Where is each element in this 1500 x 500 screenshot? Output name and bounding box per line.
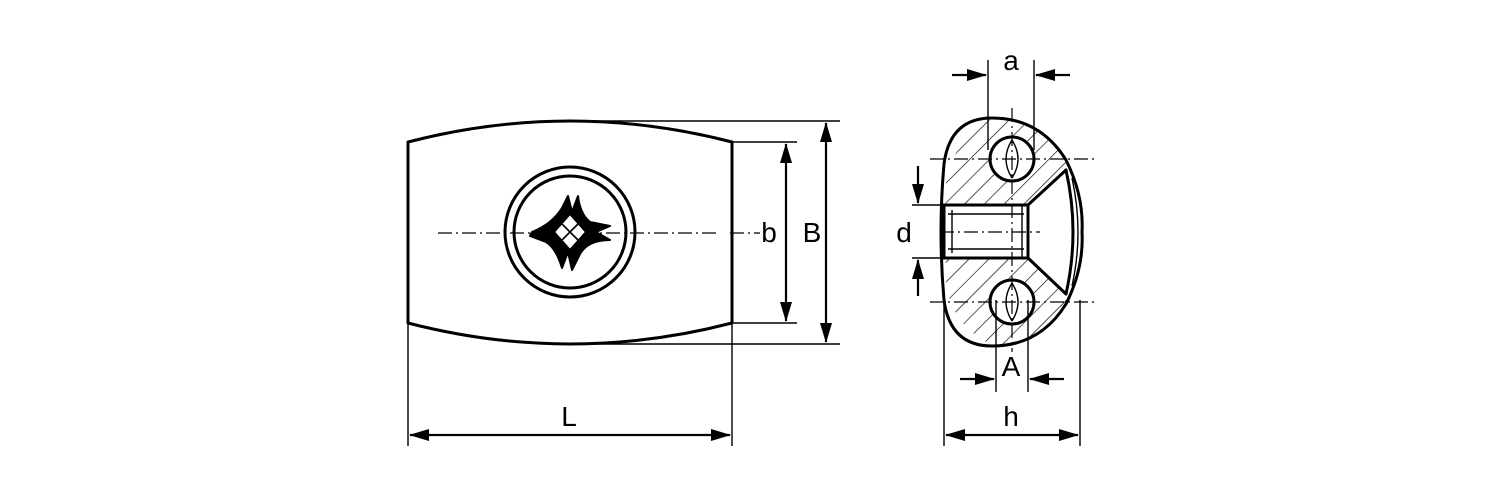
label-L: L [561,401,577,432]
screw-inner-ring [512,174,628,290]
section-outline [939,116,1084,348]
label-A: A [1002,351,1021,382]
countersink-face [1064,168,1075,296]
label-h: h [1003,401,1019,432]
side-section-view [930,108,1096,352]
countersink-cone [1026,168,1068,296]
section-hatch [945,118,1070,345]
phillips-cross-recess [529,195,611,271]
label-a: a [1003,45,1019,76]
label-d: d [896,217,912,248]
screw-outer-ring [503,165,637,299]
front-view [406,119,734,346]
phillips-screw-head [503,165,637,299]
side-view-dimensions: a d A h [896,45,1081,446]
label-B: B [803,217,822,248]
label-b: b [761,217,777,248]
front-view-dimensions: L b B [407,120,840,446]
